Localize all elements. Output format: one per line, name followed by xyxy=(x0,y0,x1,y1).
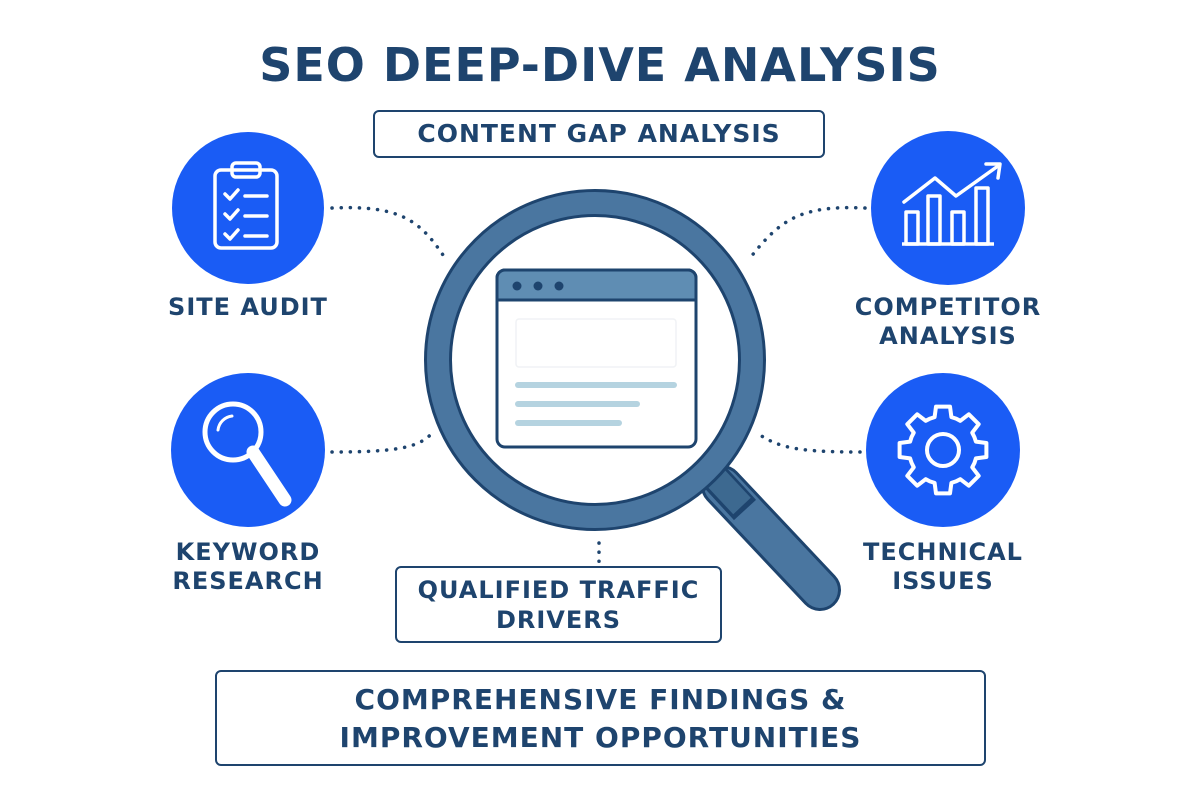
connector-technical xyxy=(758,433,862,454)
gear-icon xyxy=(897,404,989,496)
node-label-keyword-research: KEYWORD RESEARCH xyxy=(172,538,324,595)
qualified-traffic-drivers-box: QUALIFIED TRAFFIC DRIVERS xyxy=(395,566,722,643)
node-label-site-audit: SITE AUDIT xyxy=(168,293,328,321)
node-label-technical-issues: TECHNICAL ISSUES xyxy=(863,538,1023,595)
comprehensive-findings-box: COMPREHENSIVE FINDINGS & IMPROVEMENT OPP… xyxy=(215,670,986,766)
content-gap-analysis-box: CONTENT GAP ANALYSIS xyxy=(373,110,825,158)
connector-keyword xyxy=(330,430,435,454)
browser-window-icon xyxy=(495,268,698,449)
page-title: SEO DEEP-DIVE ANALYSIS xyxy=(259,38,941,92)
node-technical-icon-circle xyxy=(866,373,1020,527)
clipboard-checklist-icon xyxy=(213,161,279,250)
node-keyword-icon-circle xyxy=(171,373,325,527)
node-competitor-icon-circle xyxy=(871,131,1025,285)
node-label-competitor-analysis: COMPETITOR ANALYSIS xyxy=(854,293,1042,350)
bar-chart-trend-icon xyxy=(902,162,1002,246)
magnifier-icon xyxy=(202,401,292,507)
node-site-audit-icon-circle xyxy=(172,132,324,284)
central-magnifier-icon xyxy=(424,189,841,611)
connector-site-audit xyxy=(330,205,447,260)
connector-competitor xyxy=(748,205,867,260)
connectors xyxy=(330,205,867,567)
